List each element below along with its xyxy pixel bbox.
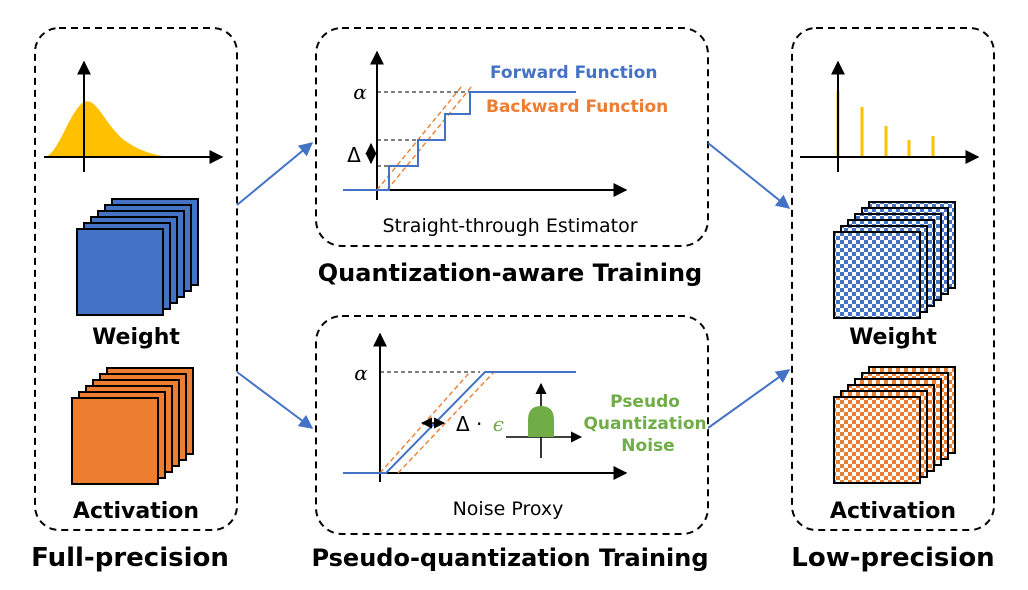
weight-label: Weight xyxy=(92,325,180,350)
delta-label: Δ xyxy=(347,143,361,167)
gaussian-curve xyxy=(46,101,170,157)
noise-proxy-label: Noise Proxy xyxy=(453,498,564,520)
arrow-qat-to-low xyxy=(707,142,791,209)
qat-border xyxy=(315,27,709,247)
qat-caption: Quantization-aware Training xyxy=(318,259,702,287)
delta-epsilon-label: Δ · ϵ xyxy=(456,412,504,436)
arrow-pqt-to-low xyxy=(707,369,791,429)
full-precision-border xyxy=(34,27,238,531)
straight-through-estimator-label: Straight-through Estimator xyxy=(382,215,637,237)
noise-label-line-1: Pseudo xyxy=(610,392,680,412)
flow-arrows xyxy=(236,142,791,429)
quantized-activation-tensor-layer-6 xyxy=(833,396,921,484)
quantized-activation-label: Activation xyxy=(830,499,956,524)
forward-function-label: Forward Function xyxy=(490,63,657,83)
backward-function-line-2 xyxy=(386,85,473,191)
noise-bump xyxy=(528,406,554,437)
arrow-full-to-qat xyxy=(236,142,314,206)
backward-function-line-1 xyxy=(376,85,463,191)
qat-panel: α Δ Forward Function Backward Function S… xyxy=(315,27,709,247)
noise-bound-upper xyxy=(397,371,495,474)
activation-label: Activation xyxy=(73,499,199,524)
pqt-caption: Pseudo-quantization Training xyxy=(311,544,708,572)
pqt-border xyxy=(315,315,709,535)
pqt-panel: α Δ · ϵ Pseudo Quantization Noise Noise … xyxy=(315,315,712,535)
activation-tensor-stack xyxy=(71,367,194,485)
quantized-weight-stack xyxy=(833,201,956,319)
quantized-distribution-plot xyxy=(800,60,980,172)
weight-tensor-stack xyxy=(76,198,199,316)
low-precision-caption: Low-precision xyxy=(791,543,994,573)
delta-epsilon-prefix: Δ · xyxy=(456,412,482,436)
noise-label-line-2: Quantization xyxy=(583,414,706,434)
noise-label-line-3: Noise xyxy=(621,436,674,456)
pseudo-quantization-noise-label: Pseudo Quantization Noise xyxy=(583,392,712,456)
pqt-alpha-label: α xyxy=(354,361,368,385)
quantized-activation-stack xyxy=(833,366,956,484)
low-precision-border xyxy=(791,27,995,531)
weight-tensor-layer-6 xyxy=(76,228,164,316)
activation-tensor-layer-6 xyxy=(71,397,159,485)
epsilon-symbol: ϵ xyxy=(493,412,504,436)
noise-distribution-glyph xyxy=(506,382,583,458)
backward-function-label: Backward Function xyxy=(486,97,668,117)
full-precision-caption: Full-precision xyxy=(31,543,229,573)
forward-function-staircase xyxy=(343,91,576,191)
quantized-weight-label: Weight xyxy=(849,325,937,350)
arrow-full-to-pqt xyxy=(236,371,314,429)
alpha-label: α xyxy=(353,80,367,104)
low-precision-panel: Weight Activation xyxy=(791,27,995,531)
quantized-weight-tensor-layer-6 xyxy=(833,231,921,319)
full-precision-panel: Weight Activation xyxy=(34,27,238,531)
continuous-distribution-plot xyxy=(44,60,224,172)
